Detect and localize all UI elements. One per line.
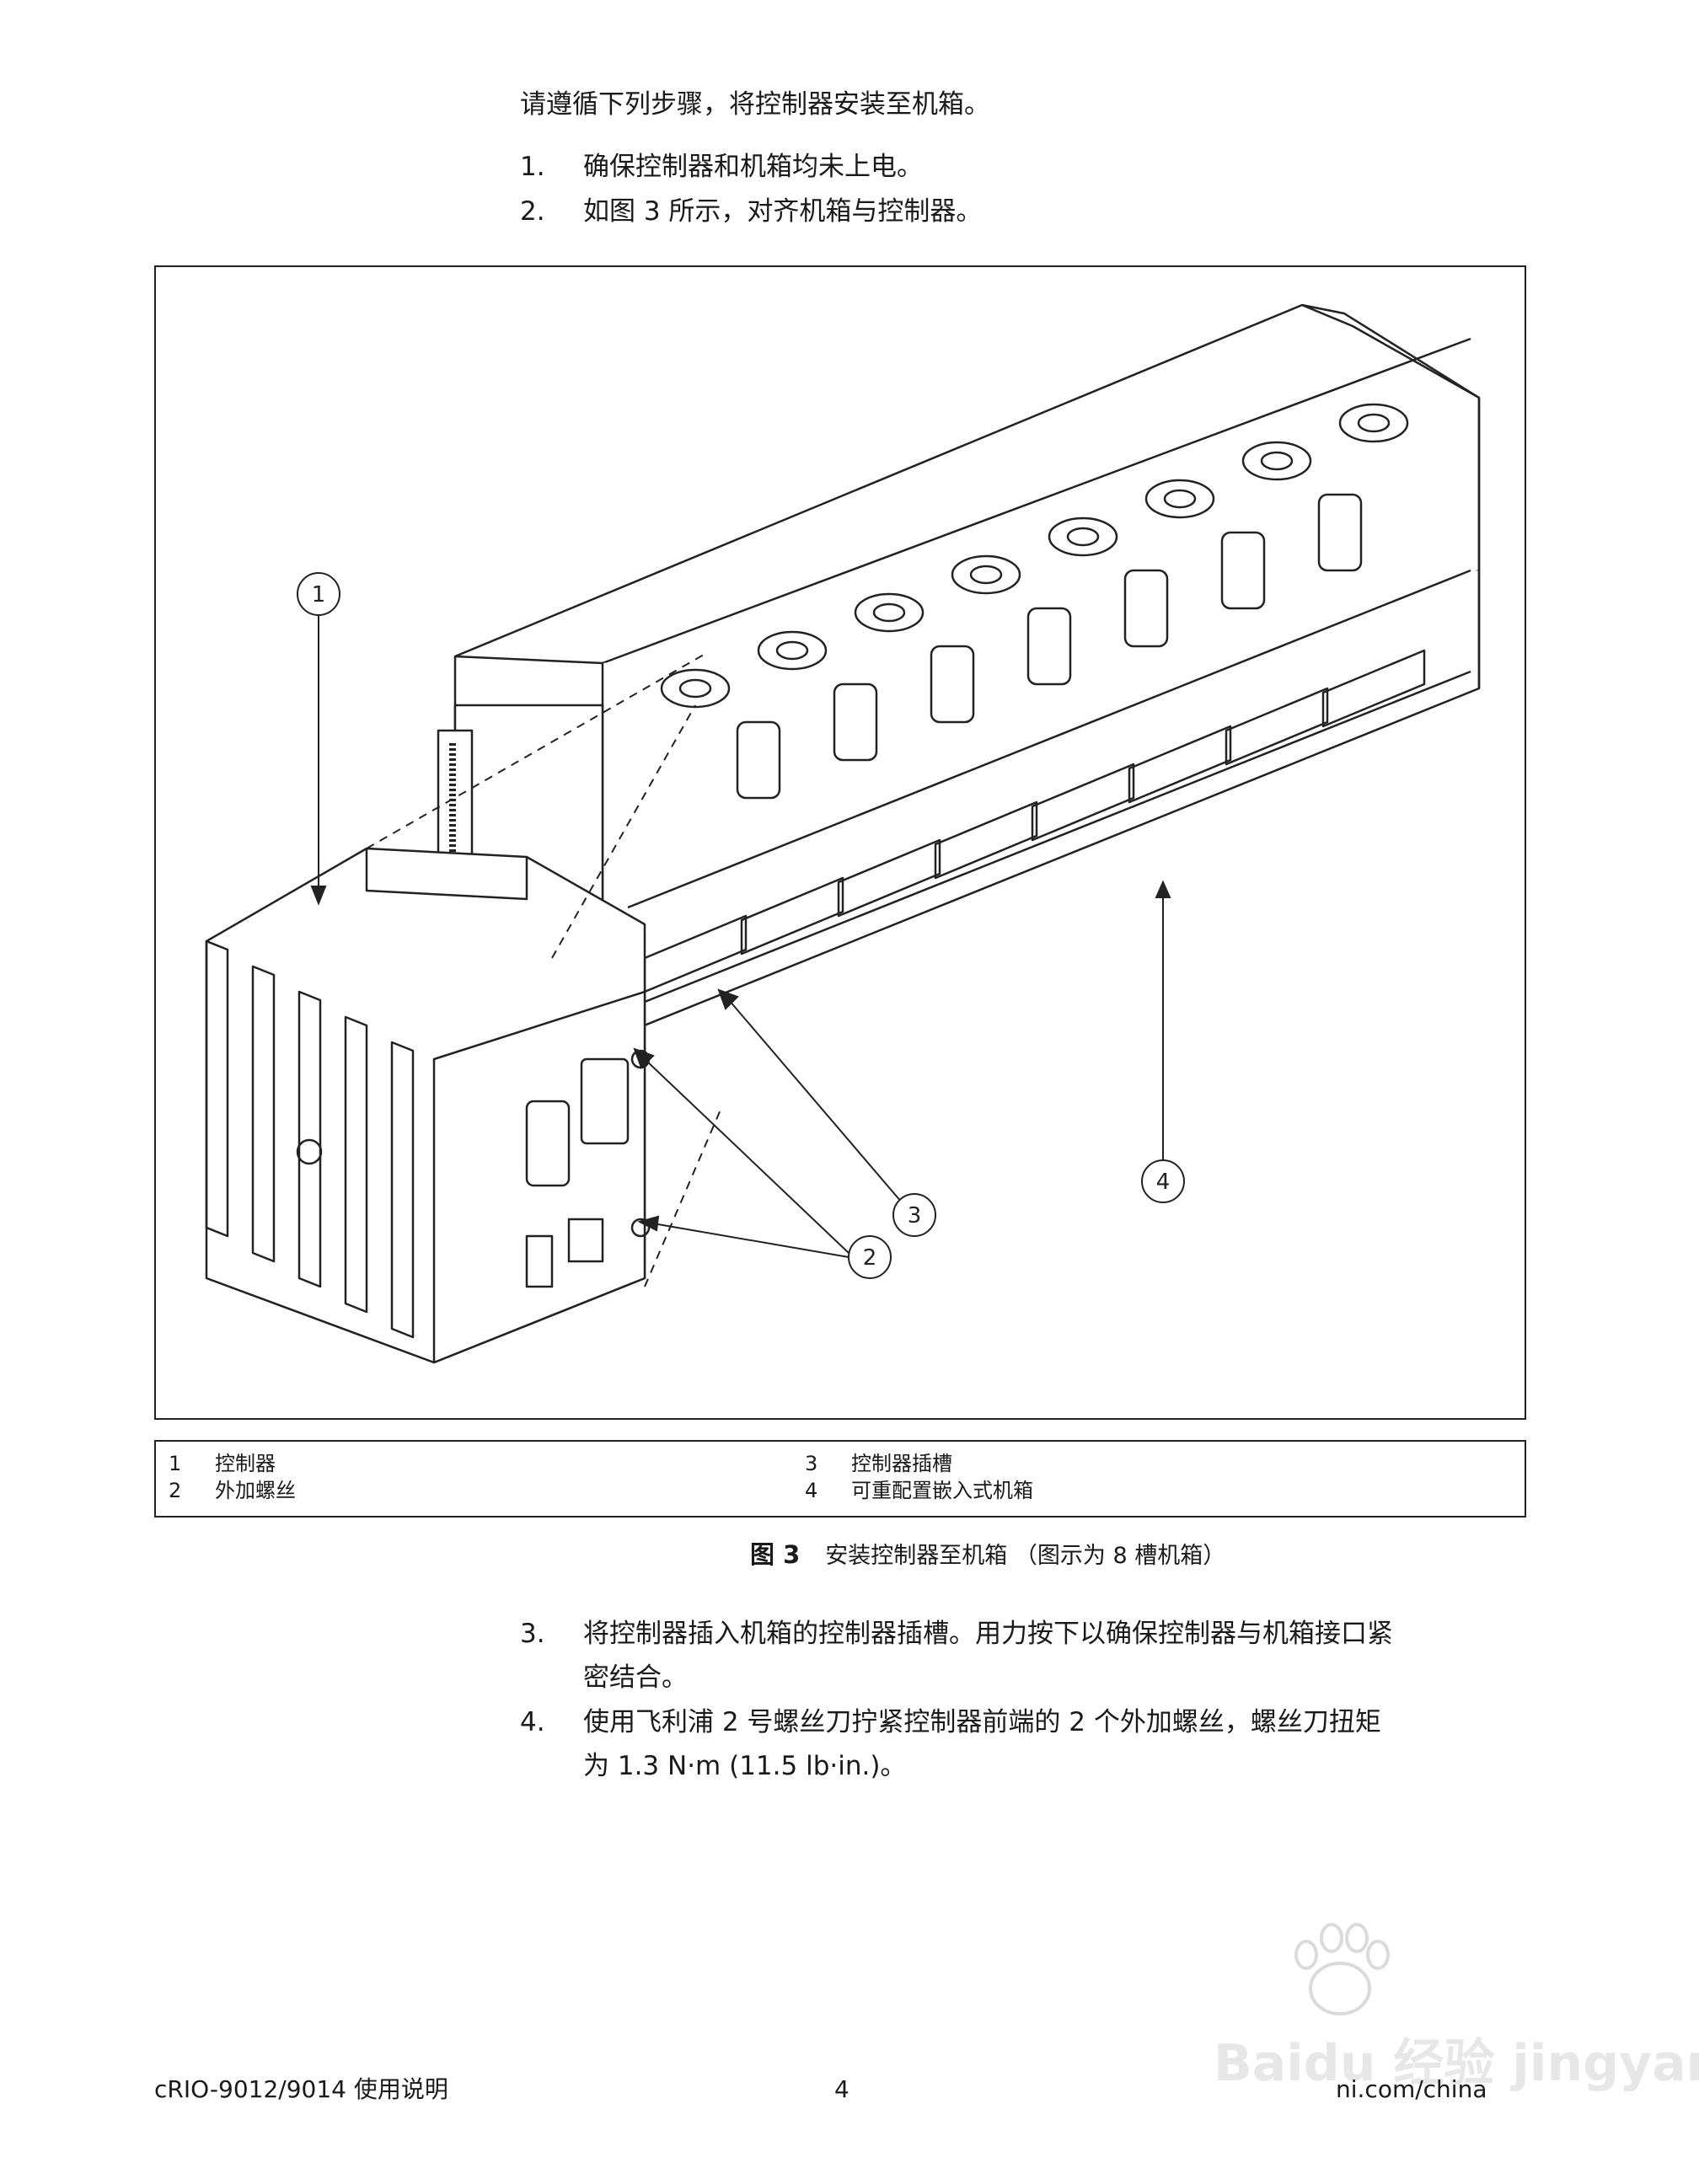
callout-label: 1 — [312, 582, 326, 608]
callout-2: 2 — [848, 1235, 892, 1279]
caption-text: 安装控制器至机箱 （图示为 8 槽机箱） — [825, 1543, 1226, 1569]
step-text-line-1: 将控制器插入机箱的控制器插槽。用力按下以确保控制器与机箱接口紧 — [583, 1619, 1393, 1649]
callout-4: 4 — [1141, 1159, 1185, 1203]
legend-label: 外加螺丝 — [215, 1479, 296, 1502]
legend-label: 控制器插槽 — [851, 1452, 952, 1475]
legend-number: 1 — [169, 1452, 182, 1475]
legend-item: 4 可重配置嵌入式机箱 — [805, 1477, 1479, 1504]
step-number: 2. — [520, 196, 545, 227]
legend-item: 1 控制器 — [169, 1450, 758, 1477]
step-text: 确保控制器和机箱均未上电。 — [583, 152, 923, 182]
legend-label: 控制器 — [215, 1452, 276, 1475]
legend-item: 3 控制器插槽 — [805, 1450, 1479, 1477]
legend-number: 2 — [169, 1479, 182, 1502]
step-number: 1. — [520, 152, 545, 182]
paw-logo-icon — [1294, 1923, 1390, 2015]
legend-number: 3 — [805, 1452, 818, 1475]
page-number: 4 — [834, 2075, 850, 2103]
callout-label: 3 — [908, 1203, 922, 1228]
callout-3: 3 — [892, 1193, 936, 1237]
footer-left: cRIO-9012/9014 使用说明 — [154, 2075, 448, 2103]
intro-text: 请遵循下列步骤，将控制器安装至机箱。 — [520, 89, 990, 120]
step-number: 3. — [520, 1619, 545, 1649]
legend-number: 4 — [805, 1479, 818, 1502]
figure-legend: 1 控制器 2 外加螺丝 3 控制器插槽 4 可重配置嵌入式机箱 — [154, 1440, 1526, 1518]
footer-right: ni.com/china — [1336, 2075, 1487, 2103]
figure-caption: 图 3 安装控制器至机箱 （图示为 8 槽机箱） — [750, 1538, 1225, 1573]
chassis-controller-illustration: 1 2 3 4 — [205, 303, 1481, 1364]
legend-item: 2 外加螺丝 — [169, 1477, 758, 1504]
watermark: Baidu 经验 jingyan.baidu.com — [1214, 1913, 1699, 2132]
step-text: 如图 3 所示，对齐机箱与控制器。 — [583, 196, 983, 227]
callout-label: 4 — [1156, 1170, 1171, 1195]
step-text-line-2: 为 1.3 N·m (11.5 lb·in.)。 — [583, 1751, 907, 1781]
step-number: 4. — [520, 1707, 545, 1737]
callout-1: 1 — [297, 572, 340, 616]
watermark-text: Baidu 经验 jingyan.baidu.com — [1214, 2034, 1699, 2093]
step-text-line-2: 密结合。 — [583, 1662, 688, 1693]
legend-label: 可重配置嵌入式机箱 — [851, 1479, 1033, 1502]
callout-label: 2 — [863, 1245, 877, 1271]
figure-frame: 1 2 3 4 — [154, 265, 1526, 1420]
caption-label: 图 3 — [750, 1540, 801, 1569]
step-text-line-1: 使用飞利浦 2 号螺丝刀拧紧控制器前端的 2 个外加螺丝，螺丝刀扭矩 — [583, 1707, 1381, 1737]
